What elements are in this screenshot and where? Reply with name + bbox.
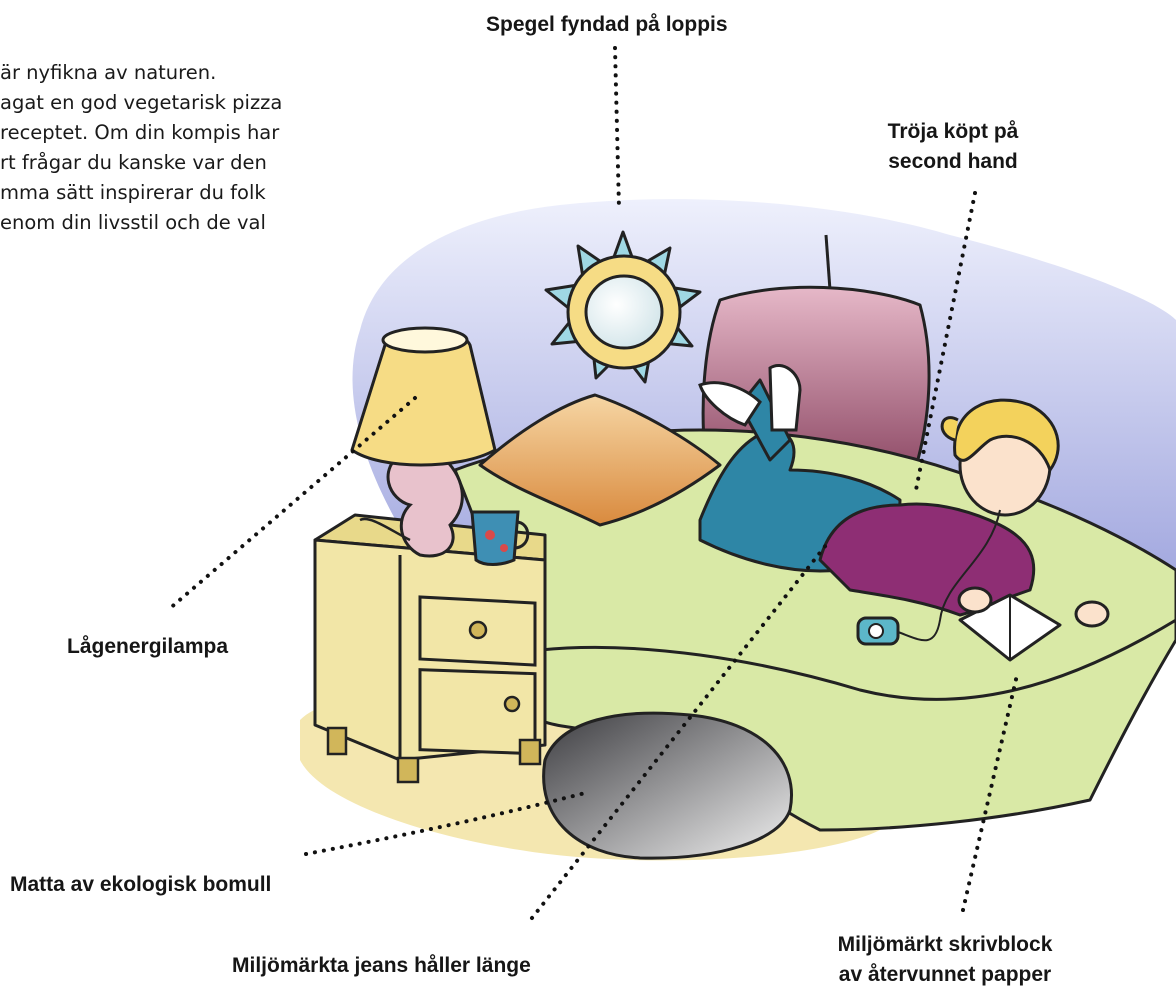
jeans-callout-line xyxy=(530,538,832,920)
intro-line: mma sätt inspirerar du folk xyxy=(0,181,266,204)
intro-line: är nyfikna av naturen. xyxy=(0,61,217,84)
rug xyxy=(542,711,793,860)
sweater-callout-line xyxy=(913,191,977,497)
mirror-label: Spegel fyndad på loppis xyxy=(486,13,728,36)
mug xyxy=(470,510,530,566)
rug-callout-line xyxy=(304,791,587,856)
jeans-label: Miljömärkta jeans håller länge xyxy=(232,954,531,977)
nightstand xyxy=(313,513,547,784)
orange-pillow xyxy=(478,393,722,527)
sweater-label-line: second hand xyxy=(888,150,1018,173)
notebook-label-line: av återvunnet papper xyxy=(838,963,1052,986)
antenna-line xyxy=(824,234,832,291)
sweater-label: Tröja köpt på second hand xyxy=(855,117,1051,177)
bed-blanket-fold xyxy=(539,618,1176,701)
lamp xyxy=(350,326,497,558)
mirror-callout-line xyxy=(613,46,621,210)
notebook-label: Miljömärkt skrivblock av återvunnet papp… xyxy=(780,930,1110,990)
lamp-callout-line xyxy=(166,396,417,612)
intro-line: receptet. Om din kompis har xyxy=(0,121,280,144)
intro-line: enom din livsstil och de val xyxy=(0,211,266,234)
girl-reading xyxy=(698,364,1110,662)
intro-line: rt frågar du kanske var den xyxy=(0,151,267,174)
intro-line: agat en god vegetarisk pizza xyxy=(0,91,283,114)
sun-mirror xyxy=(544,230,702,384)
rug-label: Matta av ekologisk bomull xyxy=(10,873,272,896)
notebook-label-line: Miljömärkt skrivblock xyxy=(837,933,1053,956)
callout-lines xyxy=(166,46,1019,920)
intro-paragraph: är nyfikna av naturen. agat en god veget… xyxy=(0,58,420,238)
lamp-label: Lågenergilampa xyxy=(67,635,229,658)
sweater-label-line: Tröja köpt på xyxy=(887,120,1019,143)
notebook-callout-line xyxy=(961,673,1019,912)
